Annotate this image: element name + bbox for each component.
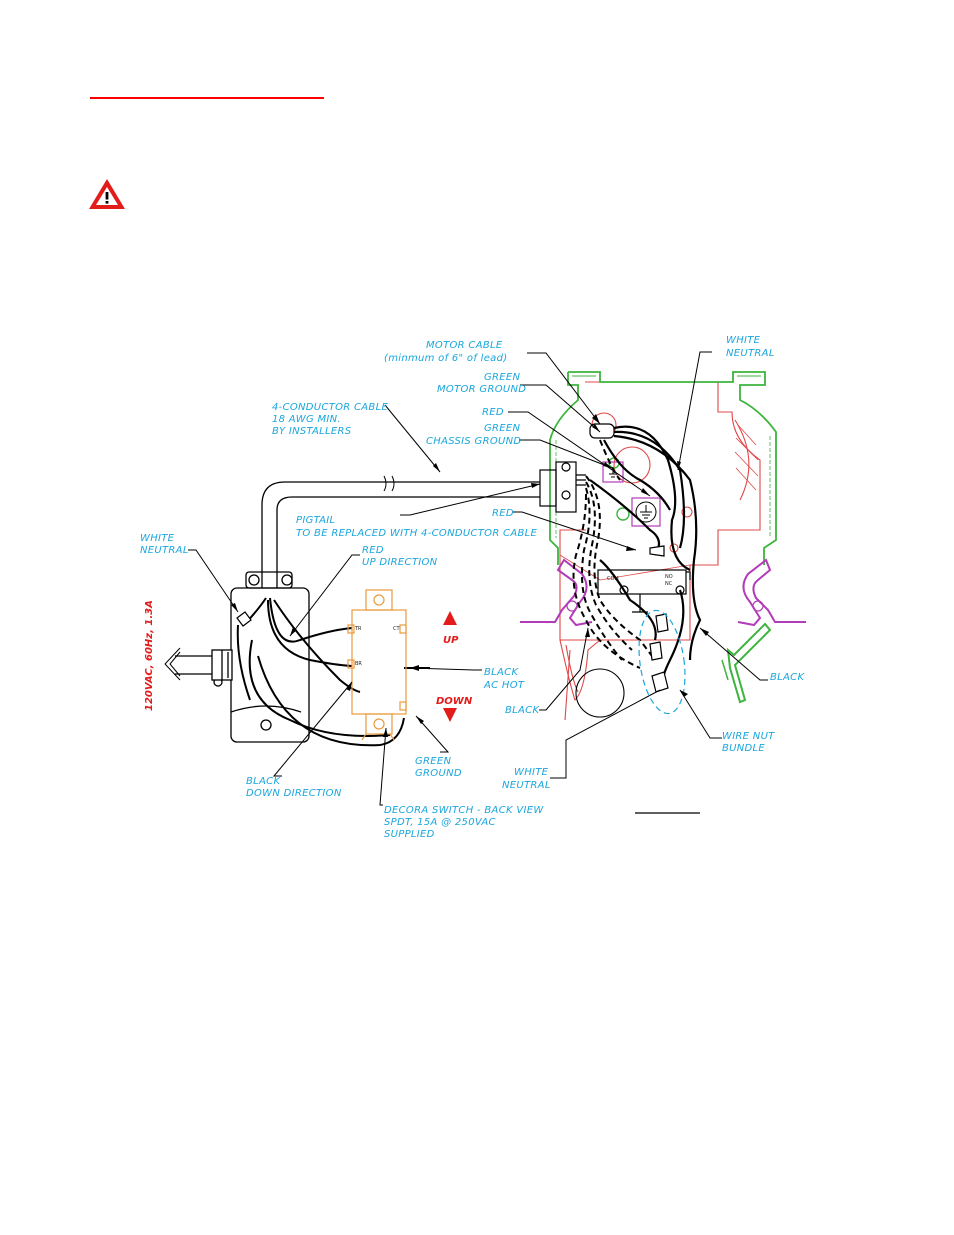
black-down-sub-label: DOWN DIRECTION bbox=[246, 788, 342, 799]
svg-text:BR: BR bbox=[355, 661, 362, 667]
green-motor-ground-sub-label: MOTOR GROUND bbox=[437, 384, 526, 395]
ground-screw-mid bbox=[616, 507, 630, 521]
motor-cable-label: MOTOR CABLE bbox=[426, 340, 503, 351]
svg-text:NO: NO bbox=[665, 574, 673, 580]
pigtail-label: PIGTAIL bbox=[296, 515, 335, 526]
svg-text:NC: NC bbox=[665, 581, 673, 587]
cable-entry-bracket bbox=[539, 461, 586, 513]
red-up-sub-label: UP DIRECTION bbox=[362, 557, 438, 568]
wire-nut-bundle-sub-label: BUNDLE bbox=[722, 743, 765, 754]
red-top-label: RED bbox=[482, 407, 504, 418]
box-wires bbox=[236, 597, 430, 747]
warning-triangle-icon bbox=[89, 179, 125, 209]
svg-text:TR: TR bbox=[354, 626, 362, 632]
wire-nut-bundle-outline bbox=[638, 609, 686, 715]
green-chassis-ground-sub-label: CHASSIS GROUND bbox=[426, 436, 521, 447]
decora-switch-supplied-label: SUPPLIED bbox=[384, 829, 435, 840]
decora-switch-label: DECORA SWITCH - BACK VIEW bbox=[384, 805, 544, 816]
black-ac-hot-sub-label: AC HOT bbox=[483, 680, 525, 691]
green-housing bbox=[549, 371, 777, 704]
svg-text:CT: CT bbox=[393, 626, 400, 632]
housing-wires-solid bbox=[589, 425, 702, 691]
white-neutral-bottom-label: WHITE bbox=[514, 767, 549, 778]
black-ac-hot-label: BLACK bbox=[484, 667, 519, 678]
wire-nut-box bbox=[236, 611, 252, 627]
green-motor-ground-label: GREEN bbox=[484, 372, 521, 383]
four-conductor-label: 4-CONDUCTOR CABLE bbox=[272, 402, 388, 413]
red-up-label: RED bbox=[362, 545, 384, 556]
conduit-cable bbox=[261, 475, 540, 588]
wire-nut-bundle-label: WIRE NUT bbox=[722, 731, 775, 742]
housing-wires-dashed bbox=[572, 439, 656, 669]
white-neutral-top-label: WHITE bbox=[726, 335, 761, 346]
motor-cable-lead-label: (minmum of 6" of lead) bbox=[384, 353, 507, 364]
up-arrow-icon bbox=[443, 611, 457, 625]
decora-switch-rating-label: SPDT, 15A @ 250VAC bbox=[384, 817, 496, 828]
green-chassis-ground-label: GREEN bbox=[484, 423, 521, 434]
white-neutral-top-sub-label: NEUTRAL bbox=[726, 348, 775, 359]
four-conductor-installers-label: BY INSTALLERS bbox=[272, 426, 352, 437]
svg-text:COM: COM bbox=[607, 576, 619, 582]
white-neutral-bottom-sub-label: NEUTRAL bbox=[502, 780, 551, 791]
green-ground-sub-label: GROUND bbox=[415, 768, 462, 779]
white-neutral-left-label: WHITE bbox=[140, 533, 175, 544]
pigtail-sub-label: TO BE REPLACED WITH 4-CONDUCTOR CABLE bbox=[296, 528, 538, 539]
up-label: UP bbox=[443, 635, 459, 646]
green-ground-label: GREEN bbox=[415, 756, 452, 767]
leader-arrowheads bbox=[231, 414, 709, 737]
down-arrow-icon bbox=[443, 708, 457, 722]
white-neutral-left-sub-label: NEUTRAL bbox=[140, 545, 189, 556]
ground-symbol-icon bbox=[602, 461, 661, 527]
red-mid-label: RED bbox=[492, 508, 514, 519]
wire-nuts bbox=[649, 545, 669, 693]
decora-switch bbox=[347, 589, 407, 741]
heading-underline bbox=[90, 97, 324, 99]
leader-lines bbox=[188, 351, 768, 806]
pulley-circle bbox=[575, 668, 625, 718]
down-label: DOWN bbox=[436, 696, 473, 707]
black-right-label: BLACK bbox=[770, 672, 805, 683]
black-left-label: BLACK bbox=[505, 705, 540, 716]
supply-rating-label: 120VAC, 60Hz, 1.3A bbox=[144, 600, 155, 711]
junction-box bbox=[164, 571, 310, 743]
four-conductor-awg-label: 18 AWG MIN. bbox=[272, 414, 341, 425]
black-down-label: BLACK bbox=[246, 776, 281, 787]
